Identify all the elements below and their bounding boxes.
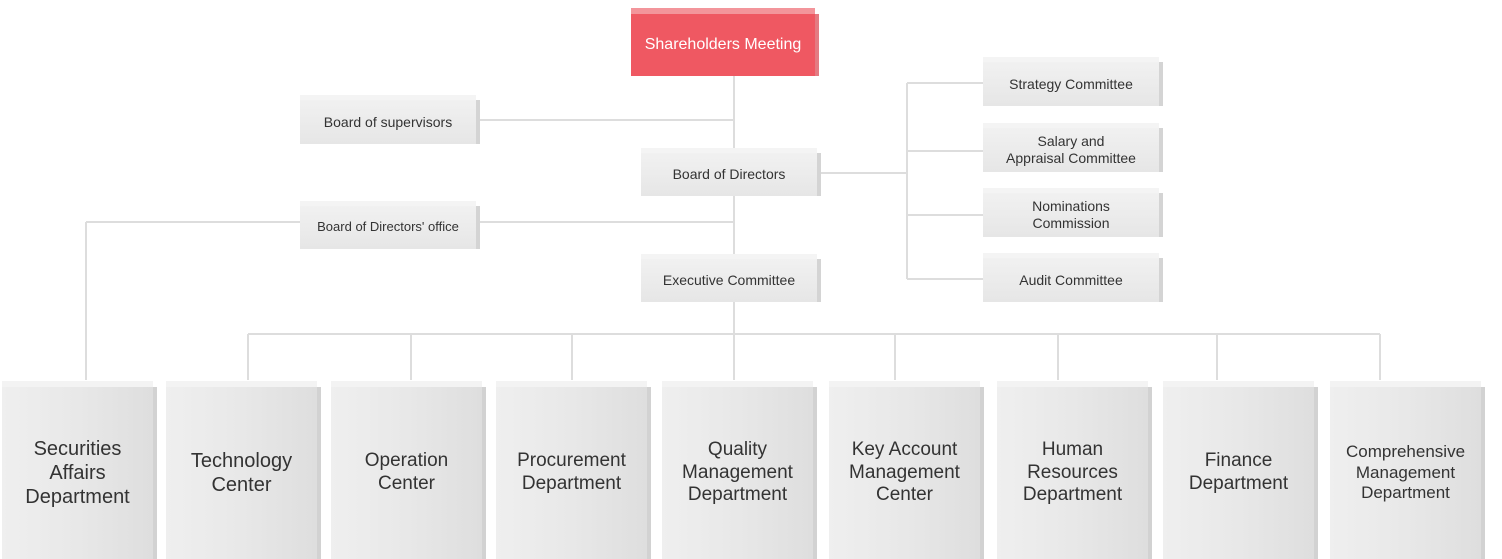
committee-strategy-box: Strategy Committee [983,62,1159,106]
shareholders-meeting-box: Shareholders Meeting [631,14,815,76]
dept-finance-label: Finance Department [1188,450,1289,494]
dept-securities-affairs-label: Securities Affairs Department [25,438,130,508]
dept-procurement-label: Procurement Department [517,450,626,494]
committee-audit-label: Audit Committee [1019,271,1123,288]
dept-comprehensive-management-label: Comprehensive Management Department [1345,442,1466,503]
board-office-box: Board of Directors' office [300,206,476,249]
board-office-label: Board of Directors' office [317,219,459,235]
dept-procurement: Procurement Department [496,387,647,559]
committee-salary-label: Salary and Appraisal Committee [1006,133,1136,166]
shareholders-meeting-label: Shareholders Meeting [644,35,802,53]
executive-committee-box: Executive Committee [641,259,817,302]
dept-finance: Finance Department [1163,387,1314,559]
dept-key-account-management: Key Account Management Center [829,387,980,559]
dept-key-account-management-label: Key Account Management Center [849,438,960,506]
dept-human-resources-label: Human Resources Department [1022,438,1123,506]
dept-quality-management: Quality Management Department [662,387,813,559]
committee-nominations-box: Nominations Commission [983,193,1159,237]
committee-audit-box: Audit Committee [983,258,1159,302]
dept-operation-center: Operation Center [331,387,482,559]
board-of-supervisors-box: Board of supervisors [300,100,476,144]
committee-nominations-label: Nominations Commission [1032,198,1110,231]
dept-technology-center-label: Technology Center [190,450,293,496]
dept-technology-center: Technology Center [166,387,317,559]
dept-human-resources: Human Resources Department [997,387,1148,559]
committee-strategy-label: Strategy Committee [1009,75,1133,92]
dept-quality-management-label: Quality Management Department [682,438,793,506]
dept-securities-affairs: Securities Affairs Department [2,387,153,559]
dept-operation-center-label: Operation Center [364,450,449,494]
committee-salary-box: Salary and Appraisal Committee [983,128,1159,172]
board-of-directors-box: Board of Directors [641,153,817,196]
executive-committee-label: Executive Committee [662,272,796,289]
board-of-supervisors-label: Board of supervisors [323,113,453,130]
board-of-directors-label: Board of Directors [672,166,786,183]
dept-comprehensive-management: Comprehensive Management Department [1330,387,1481,559]
